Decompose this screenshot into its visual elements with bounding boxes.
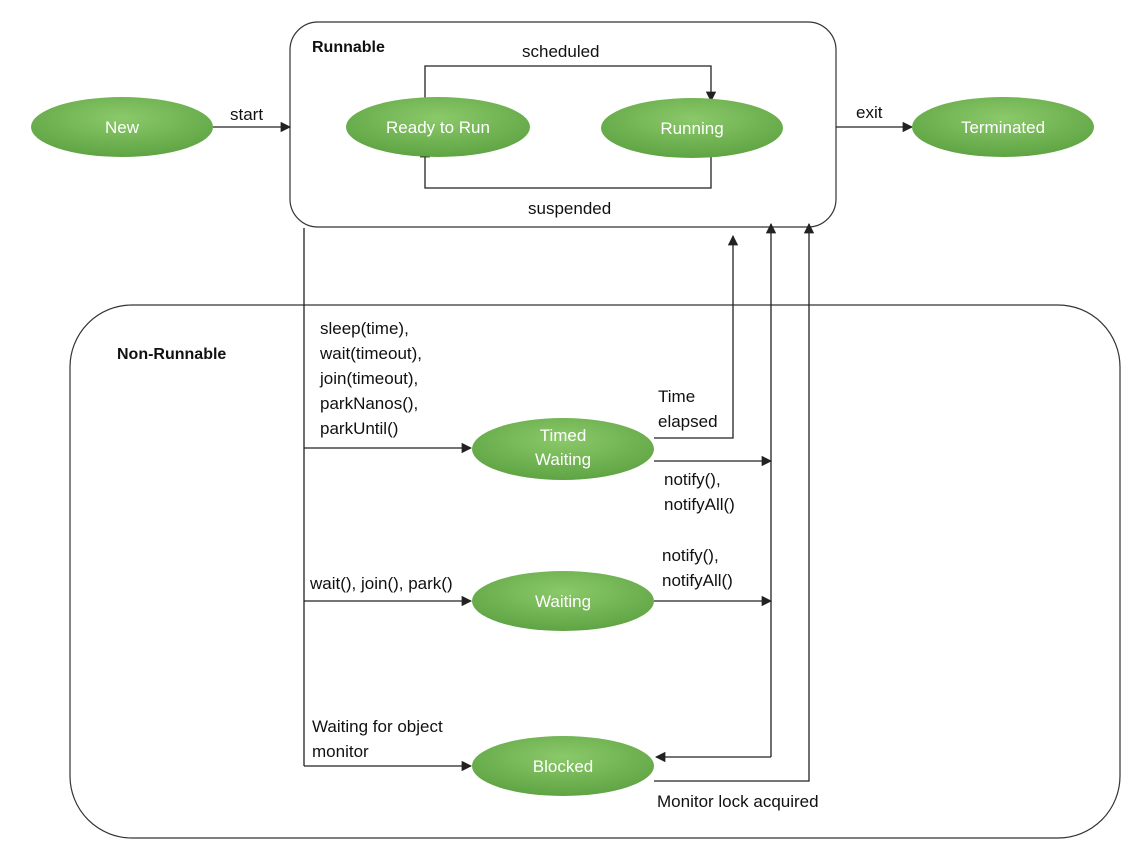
svg-text:monitor: monitor bbox=[312, 742, 369, 761]
monitor-wait-label: Waiting for object monitor bbox=[312, 717, 443, 761]
svg-text:notifyAll(): notifyAll() bbox=[664, 495, 735, 514]
time-elapsed-label: Time elapsed bbox=[658, 387, 718, 431]
time-elapsed-edge bbox=[654, 234, 739, 439]
svg-text:notifyAll(): notifyAll() bbox=[662, 571, 733, 590]
runnable-group-label: Runnable bbox=[312, 39, 385, 56]
notify-timed-label: notify(), notifyAll() bbox=[664, 470, 735, 514]
svg-text:Ready to Run: Ready to Run bbox=[386, 118, 490, 137]
svg-text:parkNanos(),: parkNanos(), bbox=[320, 394, 418, 413]
svg-text:Waiting for object: Waiting for object bbox=[312, 717, 443, 736]
start-label: start bbox=[230, 105, 263, 124]
non-runnable-group-label: Non-Runnable bbox=[117, 346, 226, 363]
suspended-label: suspended bbox=[528, 199, 611, 218]
state-ready-to-run: Ready to Run bbox=[346, 97, 530, 157]
wait-calls-label: wait(), join(), park() bbox=[309, 574, 453, 593]
non-runnable-group-box bbox=[69, 304, 1121, 839]
svg-text:Waiting: Waiting bbox=[535, 450, 591, 469]
timed-calls-label: sleep(time), wait(timeout), join(timeout… bbox=[319, 319, 422, 438]
svg-text:Timed: Timed bbox=[540, 426, 587, 445]
svg-text:parkUntil(): parkUntil() bbox=[320, 419, 398, 438]
monitor-acquired-edge bbox=[654, 222, 815, 782]
svg-text:New: New bbox=[105, 118, 140, 137]
svg-text:Terminated: Terminated bbox=[961, 118, 1045, 137]
state-new: New bbox=[31, 97, 213, 157]
svg-text:sleep(time),: sleep(time), bbox=[320, 319, 409, 338]
exit-label: exit bbox=[856, 103, 883, 122]
svg-text:Blocked: Blocked bbox=[533, 757, 593, 776]
notify-waiting-label: notify(), notifyAll() bbox=[662, 546, 733, 590]
state-timed-waiting: Timed Waiting bbox=[472, 418, 654, 480]
svg-text:join(timeout),: join(timeout), bbox=[319, 369, 418, 388]
svg-text:Waiting: Waiting bbox=[535, 592, 591, 611]
state-blocked: Blocked bbox=[472, 736, 654, 796]
monitor-acquired-label: Monitor lock acquired bbox=[657, 792, 819, 811]
scheduled-label: scheduled bbox=[522, 42, 600, 61]
state-terminated: Terminated bbox=[912, 97, 1094, 157]
svg-text:wait(timeout),: wait(timeout), bbox=[319, 344, 422, 363]
svg-text:Running: Running bbox=[660, 119, 723, 138]
svg-text:elapsed: elapsed bbox=[658, 412, 718, 431]
suspended-edge bbox=[419, 146, 712, 189]
svg-text:Time: Time bbox=[658, 387, 695, 406]
svg-text:notify(),: notify(), bbox=[664, 470, 721, 489]
svg-text:notify(),: notify(), bbox=[662, 546, 719, 565]
state-running: Running bbox=[601, 98, 783, 158]
scheduled-edge bbox=[424, 65, 717, 105]
state-waiting: Waiting bbox=[472, 571, 654, 631]
